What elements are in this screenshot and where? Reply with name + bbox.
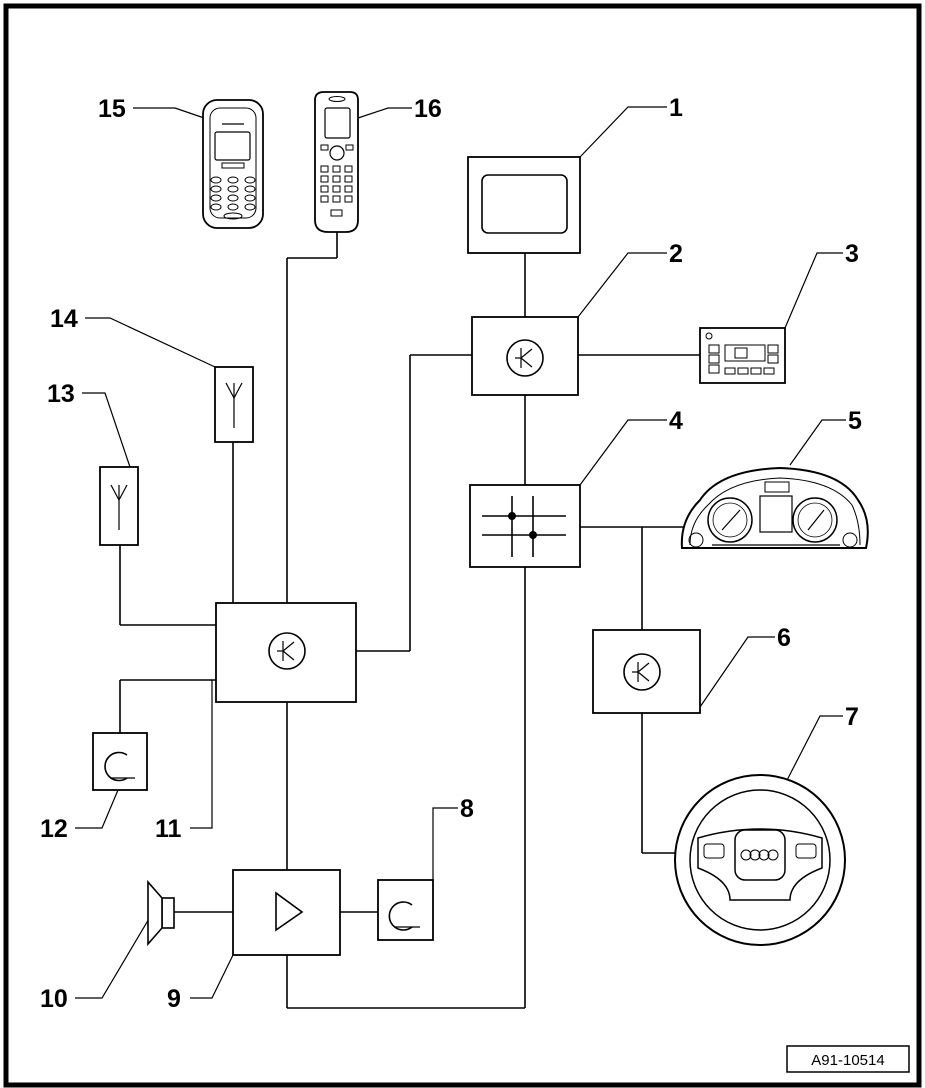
control-unit-6 (592, 629, 701, 714)
speaker (147, 879, 175, 947)
callout-6: 6 (777, 624, 791, 652)
instrument-cluster (680, 466, 869, 549)
page-frame (3, 3, 922, 1088)
connection-lines (119, 232, 700, 1009)
callout-3: 3 (845, 240, 859, 268)
speaker-icon (147, 879, 175, 947)
antenna-icon (225, 382, 243, 428)
main-control-unit (215, 602, 357, 703)
control-panel-unit (699, 327, 786, 384)
callout-14: 14 (50, 305, 78, 333)
microphone-icon (388, 901, 420, 931)
bus-junction (469, 484, 581, 568)
callout-7: 7 (845, 703, 859, 731)
control-unit-2 (471, 316, 579, 396)
callout-13: 13 (47, 380, 75, 408)
leader-lines (75, 106, 846, 999)
asterisk-in-circle-icon (623, 653, 661, 691)
callout-16: 16 (414, 95, 442, 123)
callout-labels: 1 2 3 4 5 6 7 8 9 10 11 12 13 14 15 16 (40, 94, 862, 1013)
rings-logo-icon (740, 849, 779, 861)
figure-reference-text: A91-10514 (811, 1052, 884, 1069)
mobile-phone-15 (202, 99, 264, 229)
microphone-icon (104, 751, 135, 782)
antenna-13 (99, 466, 139, 546)
amplifier-triangle-icon (275, 891, 304, 932)
callout-4: 4 (669, 407, 683, 435)
amplifier (232, 869, 341, 956)
asterisk-in-circle-icon (268, 632, 306, 670)
callout-8: 8 (460, 795, 474, 823)
antenna-14 (214, 366, 254, 443)
callout-11: 11 (155, 815, 182, 843)
callout-2: 2 (669, 240, 683, 268)
antenna-icon (110, 484, 128, 530)
mobile-phone-16 (314, 91, 359, 233)
bus-junction-icon (482, 496, 566, 557)
callout-9: 9 (167, 985, 181, 1013)
microphone-12 (92, 732, 148, 791)
callout-10: 10 (40, 985, 68, 1013)
callout-5: 5 (848, 407, 862, 435)
microphone-8 (377, 879, 434, 941)
callout-1: 1 (669, 94, 683, 122)
display-unit (467, 156, 581, 254)
callout-12: 12 (40, 815, 68, 843)
figure-reference: A91-10514 (786, 1045, 910, 1073)
asterisk-in-circle-icon (506, 339, 544, 377)
steering-wheel (674, 774, 846, 946)
callout-15: 15 (98, 95, 126, 123)
